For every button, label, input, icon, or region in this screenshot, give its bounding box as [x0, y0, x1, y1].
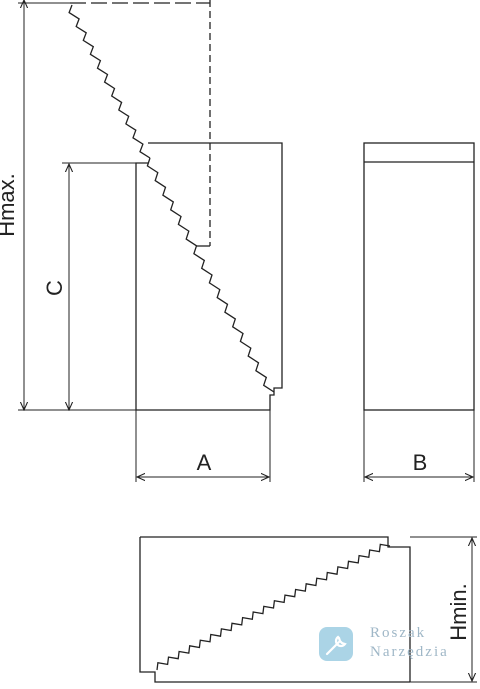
side-view	[363, 142, 475, 411]
watermark-line-2: Narzędzia	[370, 644, 449, 660]
dimensions	[18, 0, 477, 683]
serration-lower	[146, 157, 275, 393]
label-hmin: Hmin.	[446, 583, 471, 640]
label-hmax: Hmax.	[0, 173, 19, 237]
collapsed-view	[139, 536, 411, 683]
front-lower-jaw-outline	[135, 142, 283, 411]
front-view	[68, 0, 283, 411]
side-outline	[363, 142, 475, 411]
watermark-brand: Roszak Narzędzia	[370, 624, 449, 662]
wrench-icon	[319, 627, 353, 661]
serration-collapsed	[156, 543, 391, 671]
label-c: C	[42, 280, 67, 296]
collapsed-lower-jaw	[139, 537, 410, 683]
serration-upper	[68, 4, 151, 159]
watermark-line-1: Roszak	[370, 625, 427, 641]
label-a: A	[197, 450, 212, 475]
label-b: B	[413, 450, 428, 475]
collapsed-upper-jaw	[140, 536, 411, 682]
